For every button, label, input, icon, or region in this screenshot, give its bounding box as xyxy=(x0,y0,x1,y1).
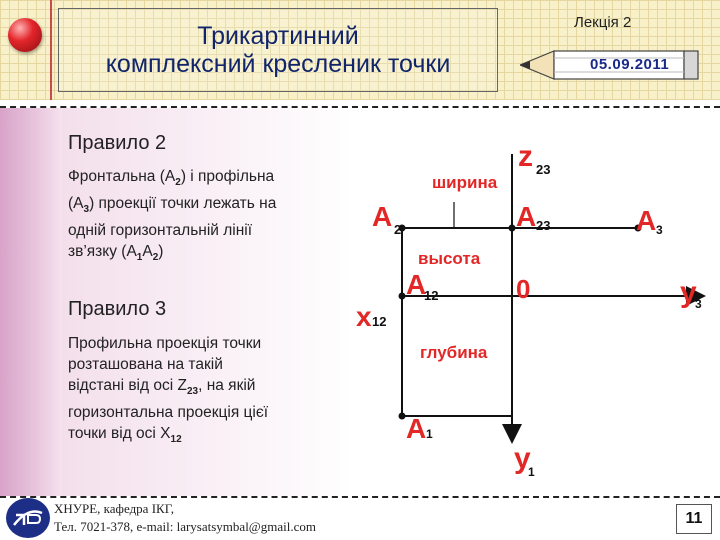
text-panel xyxy=(62,108,354,496)
label-a3: A xyxy=(636,205,656,236)
label-width: ширина xyxy=(432,173,498,192)
label-x: x xyxy=(356,301,372,332)
label-a2-sub: 2 xyxy=(394,222,401,237)
point-a23 xyxy=(508,224,516,232)
label-a23-sub: 23 xyxy=(536,218,550,233)
title-line-2: комплексний кресленик точки xyxy=(105,50,451,78)
rule-2-line-3: одній горизонтальній лінії xyxy=(68,222,253,240)
title-line-1: Трикартинний xyxy=(197,22,359,50)
rule-3-line-5: точки від осі X12 xyxy=(68,425,182,446)
label-x-sub: 12 xyxy=(372,314,386,329)
label-a12-sub: 12 xyxy=(424,288,438,303)
footer-line-1: ХНУРЕ, кафедра ІКГ, xyxy=(54,501,174,516)
label-y3-sub: 3 xyxy=(695,297,702,311)
pencil-icon xyxy=(520,50,699,80)
label-a1-sub: 1 xyxy=(426,427,433,441)
point-a2 xyxy=(398,224,406,232)
rule-3-line-4: горизонтальна проекція цієї xyxy=(68,404,269,422)
label-z: z xyxy=(518,140,533,173)
page-number: 11 xyxy=(676,504,712,534)
top-dashed-divider xyxy=(0,106,720,108)
rule-2-text: Фронтальна (A2) і профільна (A3) проекці… xyxy=(68,166,353,268)
footer-contact: ХНУРЕ, кафедра ІКГ, Тел. 7021-378, e-mai… xyxy=(54,500,316,536)
bottom-dashed-divider xyxy=(0,496,720,498)
point-a12 xyxy=(398,292,406,300)
header-band: Трикартинний комплексний кресленик точки… xyxy=(0,0,720,100)
rule-2-line-4: зв’язку (A1A2) xyxy=(68,243,164,264)
rule-3-line-2: розташована на такій xyxy=(68,356,223,373)
university-logo-icon xyxy=(6,498,50,538)
footer-line-2: Тел. 7021-378, e-mail: larysatsymbal@gma… xyxy=(54,519,317,534)
label-y1: y xyxy=(514,442,531,475)
label-height: высота xyxy=(418,249,481,268)
rule-2-title: Правило 2 xyxy=(68,132,167,154)
label-depth: глубина xyxy=(420,343,488,362)
label-a2: A xyxy=(372,201,392,232)
rule-3-title: Правило 3 xyxy=(68,298,167,320)
label-a1: A xyxy=(406,413,426,444)
projection-diagram: ширина высота глубина z 23 A 2 A 23 A 3 … xyxy=(356,140,706,479)
label-z-sub: 23 xyxy=(536,162,550,177)
rule-3-line-3: відстані від осі Z23, на якій xyxy=(68,377,256,398)
label-a12: A xyxy=(406,269,426,300)
header-rule xyxy=(50,0,52,100)
rule-3-text: Профильна проекція точки розташована на … xyxy=(68,333,353,450)
lecture-label: Лекція 2 xyxy=(574,14,632,31)
label-origin: 0 xyxy=(516,274,530,304)
red-ball-icon xyxy=(8,18,42,52)
label-a3-sub: 3 xyxy=(656,223,663,237)
footer-band xyxy=(0,498,720,540)
rule-2-line-2: (A3) проекції точки лежать на xyxy=(68,195,277,216)
date-label: 05.09.2011 xyxy=(590,56,670,73)
rule-3-line-1: Профильна проекція точки xyxy=(68,335,262,352)
rule-2-line-1: Фронтальна (A2) і профільна xyxy=(68,168,275,189)
point-a1 xyxy=(398,412,406,420)
point-a3 xyxy=(634,224,642,232)
left-decor-band xyxy=(0,108,62,496)
label-a23: A xyxy=(516,201,536,232)
label-y1-sub: 1 xyxy=(528,465,535,479)
title-box: Трикартинний комплексний кресленик точки xyxy=(58,8,498,92)
label-y3: y xyxy=(680,276,697,309)
